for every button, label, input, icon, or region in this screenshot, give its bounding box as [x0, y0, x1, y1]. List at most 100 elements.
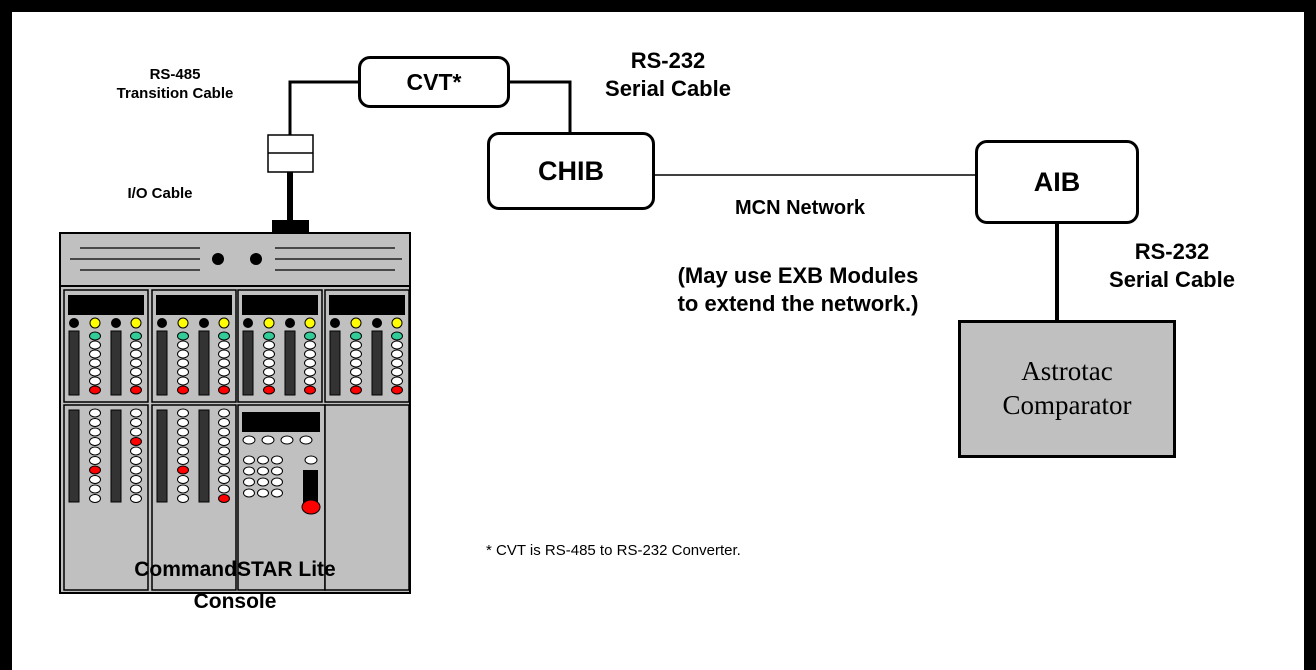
- module-slot: [329, 330, 341, 396]
- cvt-label: CVT*: [406, 68, 462, 95]
- module-led: [89, 484, 101, 494]
- keypad-key: [257, 477, 269, 487]
- module-led: [391, 358, 403, 368]
- module-led: [89, 340, 101, 350]
- module-led: [130, 494, 142, 503]
- module-led: [304, 376, 316, 386]
- module-led: [350, 340, 362, 350]
- module-led: [130, 385, 142, 395]
- module-led: [350, 349, 362, 359]
- module-led: [130, 475, 142, 484]
- keypad-key: [280, 435, 294, 445]
- module-led: [391, 340, 403, 350]
- module-led: [130, 367, 142, 377]
- rs485-line2: Transition Cable: [116, 84, 234, 102]
- module-slot: [110, 330, 122, 396]
- keypad-key: [257, 466, 269, 476]
- keypad-key: [261, 435, 275, 445]
- module-led: [218, 494, 230, 503]
- module-led: [89, 456, 101, 465]
- module-led: [177, 446, 189, 456]
- module-led: [130, 446, 142, 456]
- module-slot: [156, 330, 168, 396]
- module-led: [89, 418, 101, 427]
- module-led: [177, 456, 189, 465]
- module-led-yellow: [350, 317, 362, 329]
- module-led: [218, 367, 230, 377]
- module-led: [177, 408, 189, 418]
- module-led: [350, 385, 362, 395]
- keypad-key: [257, 488, 269, 498]
- module-led: [89, 367, 101, 377]
- module-led-yellow: [130, 317, 142, 329]
- module-led: [130, 484, 142, 494]
- keypad-key: [242, 435, 256, 445]
- module-slot: [284, 330, 296, 396]
- module-led: [89, 358, 101, 368]
- module-led: [89, 376, 101, 386]
- module-led: [391, 349, 403, 359]
- module-slot: [242, 330, 254, 396]
- module-led: [177, 331, 189, 341]
- keypad-key: [271, 466, 283, 476]
- console-line2: Console: [193, 589, 277, 613]
- module-led: [89, 446, 101, 456]
- keypad-slot: [303, 470, 318, 508]
- module-led: [263, 367, 275, 377]
- module-led: [177, 475, 189, 484]
- console-line1: CommandSTAR Lite: [134, 558, 336, 581]
- module-led-yellow: [177, 317, 189, 329]
- keypad-key: [271, 477, 283, 487]
- module-slot: [198, 330, 210, 396]
- module-knob: [372, 318, 382, 328]
- console-modules: [63, 289, 410, 591]
- rs232-top-label: RS-232 Serial Cable: [568, 47, 768, 102]
- module-led: [218, 475, 230, 484]
- module-led: [177, 484, 189, 494]
- module-led: [177, 465, 189, 475]
- console-label: CommandSTAR Lite Console: [90, 554, 380, 617]
- module-led-yellow: [218, 317, 230, 329]
- module-led: [218, 331, 230, 341]
- module-led: [218, 437, 230, 446]
- keypad-key: [243, 455, 255, 465]
- module-led: [304, 367, 316, 377]
- module-knob: [111, 318, 121, 328]
- module-led: [89, 331, 101, 341]
- module-led: [350, 331, 362, 341]
- module-led: [177, 385, 189, 395]
- chib-label: CHIB: [538, 155, 604, 186]
- module-led-yellow: [391, 317, 403, 329]
- console-knob-right: [250, 253, 262, 265]
- io-cable-plug: [272, 220, 309, 234]
- module-led: [350, 376, 362, 386]
- cvt-box: CVT*: [358, 56, 510, 108]
- rs232-top-line2: Serial Cable: [605, 75, 731, 101]
- module-led: [263, 385, 275, 395]
- module-led: [177, 358, 189, 368]
- mcn-network-label: MCN Network: [734, 197, 865, 219]
- module-led: [218, 349, 230, 359]
- module-led: [89, 465, 101, 475]
- module-led: [218, 446, 230, 456]
- module-led: [177, 376, 189, 386]
- exb-line2: to extend the network.): [677, 290, 919, 316]
- keypad-key: [304, 455, 318, 465]
- module-knob: [69, 318, 79, 328]
- module-led: [391, 331, 403, 341]
- module-led: [263, 376, 275, 386]
- module-led: [177, 437, 189, 446]
- module-led: [130, 465, 142, 475]
- console-knob-left: [212, 253, 224, 265]
- module-led: [391, 367, 403, 377]
- module-slot: [198, 409, 210, 503]
- aib-label: AIB: [1033, 166, 1081, 197]
- aib-box: AIB: [975, 140, 1139, 224]
- module-led: [218, 376, 230, 386]
- module-slot: [68, 330, 80, 396]
- keypad-key: [243, 466, 255, 476]
- module-display: [68, 295, 144, 315]
- module-led: [218, 465, 230, 475]
